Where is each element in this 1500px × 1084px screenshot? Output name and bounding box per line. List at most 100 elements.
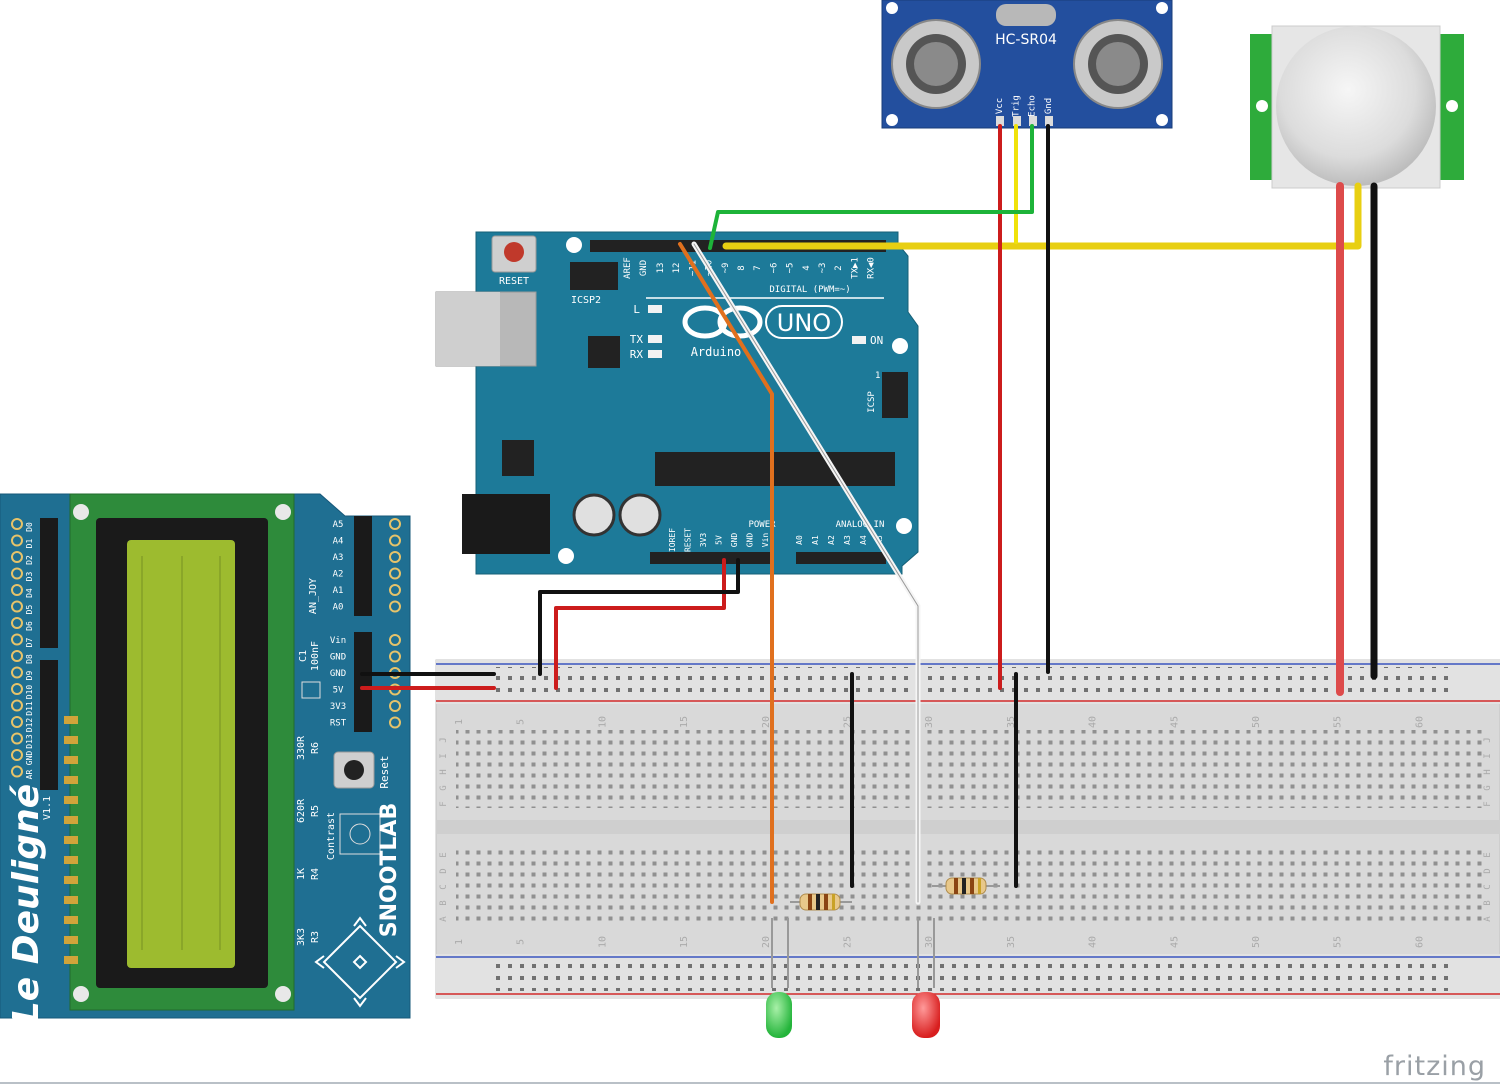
breadboard-row-letter: H <box>439 769 449 774</box>
breadboard-col-number: 40 <box>1088 716 1099 728</box>
breadboard-row-letter: D <box>439 868 449 873</box>
breadboard-row-letter: C <box>439 884 449 889</box>
joystick-pad[interactable] <box>314 916 406 1008</box>
breadboard-col-number: 25 <box>843 716 854 728</box>
power-jack <box>462 494 550 554</box>
shield-pin-pad <box>389 584 401 596</box>
snootlab-logo-text: SNOOTLAB <box>377 803 402 937</box>
breadboard-col-number: 45 <box>1169 936 1180 948</box>
breadboard-row-letter: F <box>439 801 449 806</box>
breadboard-col-number: 30 <box>924 936 935 948</box>
shield-resistor-value: 620R <box>296 798 307 823</box>
le-deuligne-logo-text: Le Deuligné <box>6 784 47 1024</box>
wire-pir-signal <box>722 182 1362 250</box>
shield-left-pin-label: D10 <box>25 685 34 700</box>
breadboard-col-number: 15 <box>679 936 690 948</box>
breadboard: 1155101015152020252530303535404045455050… <box>435 659 1500 999</box>
shield-pin-pad <box>11 749 23 761</box>
shield-pin-pad <box>389 534 401 547</box>
wire-5v <box>554 558 726 690</box>
shield-analog-pin-label: A1 <box>333 586 344 596</box>
shield-left-pin-label: GND <box>25 751 34 766</box>
shield-pin-pad <box>11 699 23 712</box>
power-header <box>650 552 774 564</box>
shield-left-pin-label: D3 <box>25 572 34 582</box>
shield-pin-pad <box>11 716 23 728</box>
green-led <box>766 918 792 1038</box>
power-pin-label: IOREF <box>668 528 677 552</box>
shield-resistor-value: 1K <box>296 868 307 880</box>
shield-left-pin-label: D7 <box>25 638 34 648</box>
digital-pin-label: 12 <box>672 263 682 274</box>
uno-brand: UNO <box>777 309 831 337</box>
breadboard-row-letter: I <box>439 753 449 758</box>
shield-left-pin-label: D9 <box>25 671 34 681</box>
shield-left-pin-label: D13 <box>25 734 34 749</box>
shield-analog-pin-label: A2 <box>333 570 344 580</box>
breadboard-col-number: 35 <box>1006 716 1017 728</box>
sensor-pin-label: Vcc <box>995 98 1005 114</box>
pir-dome <box>1276 26 1436 186</box>
shield-left-pin-label: D12 <box>25 718 34 733</box>
shield-pin-pad <box>11 551 23 563</box>
shield-pin-pad <box>11 633 23 646</box>
shield-pin-pad <box>11 617 23 629</box>
shield-resistor-ref: R6 <box>310 742 321 754</box>
shield-power-pin-label: 3V3 <box>330 702 346 712</box>
analog-pin-label: A3 <box>843 535 852 545</box>
shield-pin-pad <box>389 551 401 563</box>
wires <box>360 124 1378 905</box>
shield-resistor-value: 330R <box>296 735 307 760</box>
shield-left-pin-label: D5 <box>25 605 34 615</box>
shield-reset-button[interactable] <box>344 760 364 780</box>
shield-pin-pad <box>11 683 23 695</box>
crystal <box>996 4 1056 26</box>
shield-left-pin-label: D6 <box>25 621 34 631</box>
power-pin-label: RESET <box>684 528 693 552</box>
breadboard-col-number: 10 <box>597 716 608 728</box>
svg-text:C1: C1 <box>298 650 309 662</box>
breadboard-row-letter: G <box>1483 785 1493 790</box>
power-pin-label: Vin <box>761 533 770 548</box>
shield-pin-pad <box>11 600 23 613</box>
shield-left-pin-label: D2 <box>25 555 34 565</box>
wire-gnd <box>538 558 740 676</box>
digital-pin-label: 2 <box>834 265 844 270</box>
svg-text:100nF: 100nF <box>310 641 321 671</box>
resistor-2 <box>932 877 1000 895</box>
analog-pin-label: A2 <box>827 535 836 545</box>
icsp2-label: ICSP2 <box>571 295 601 306</box>
shield-reset-label: Reset <box>378 755 391 788</box>
shield-power-pin-label: GND <box>330 669 346 679</box>
breadboard-row-letter: A <box>439 916 449 922</box>
red-led <box>912 918 940 1038</box>
led-rx-label: RX <box>630 348 644 361</box>
digital-pin-label: 7 <box>753 265 763 270</box>
shield-pin-pad <box>389 634 401 646</box>
breadboard-row-letter: C <box>1483 884 1493 889</box>
shield-analog-pin-label: A5 <box>333 520 344 530</box>
digital-pin-label: ~9 <box>721 263 731 274</box>
reset-label: RESET <box>499 276 529 287</box>
shield-pin-pad <box>389 716 401 729</box>
breadboard-col-number: 10 <box>597 936 608 948</box>
breadboard-row-letter: D <box>1483 868 1493 873</box>
shield-pin-pad <box>11 584 23 596</box>
arduino-reset-button[interactable] <box>504 242 524 262</box>
shield-power-pin-label: 5V <box>333 686 344 696</box>
breadboard-col-number: 1 <box>454 939 465 945</box>
breadboard-row-letter: H <box>1483 769 1493 774</box>
breadboard-row-letter: E <box>1483 852 1493 857</box>
breadboard-col-number: 15 <box>679 716 690 728</box>
shield-resistor-ref: R5 <box>310 805 321 817</box>
shield-left-pin-label: D4 <box>25 588 34 598</box>
analog-pin-label: A1 <box>811 535 820 545</box>
shield-resistor-ref: R3 <box>310 931 321 943</box>
shield-pin-pad <box>389 600 401 613</box>
breadboard-row-letter: E <box>439 852 449 857</box>
